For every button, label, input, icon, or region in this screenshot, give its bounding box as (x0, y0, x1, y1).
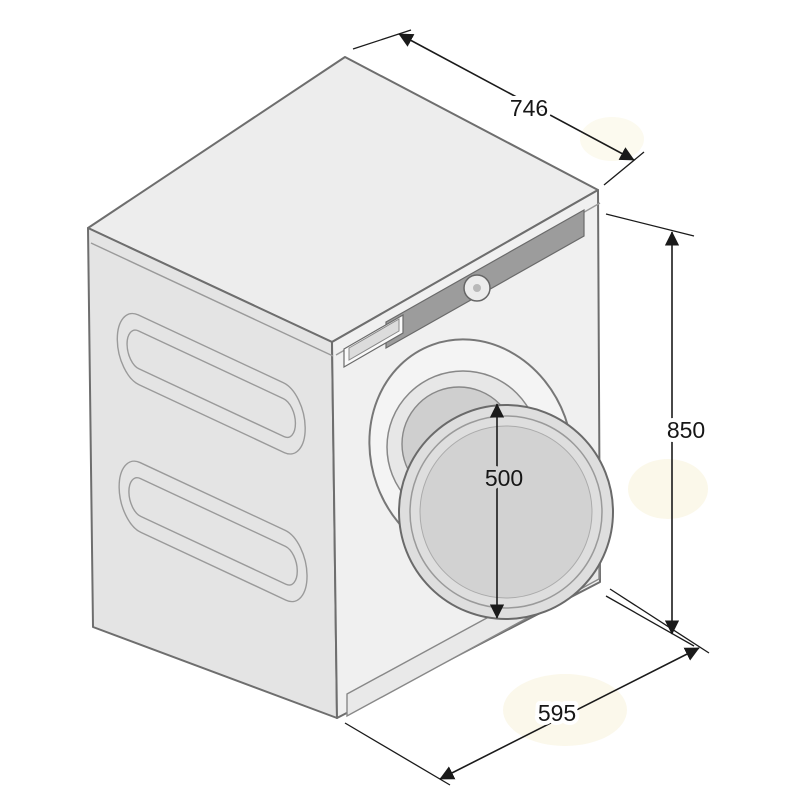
height-ext-line-top (605, 213, 695, 237)
height-dimension: 850 (605, 213, 709, 647)
side-oval-bottom-outer (119, 453, 308, 611)
depth-ext-line-left (352, 29, 412, 50)
door-diameter-label: 500 (485, 465, 523, 491)
depth-ext-line-right (603, 151, 645, 186)
side-oval-bottom-inner (129, 473, 298, 590)
display-window-screen (348, 318, 400, 361)
control-knob-center (473, 284, 481, 292)
door-diameter-dimension: 500 (481, 403, 527, 619)
width-dimension: 595 (344, 588, 710, 786)
control-panel (343, 208, 585, 369)
side-panel-ovals (117, 305, 308, 610)
side-oval-top-inner (127, 325, 296, 442)
height-label: 850 (667, 417, 705, 443)
width-label: 595 (538, 700, 576, 726)
depth-label: 746 (510, 95, 548, 121)
width-ext-line-right (609, 588, 710, 654)
highlight-blob (580, 117, 644, 161)
top-panel-seam-left (90, 242, 334, 357)
open-door-glass (419, 425, 593, 599)
highlight-blob (628, 459, 708, 519)
width-ext-line-left (344, 722, 451, 786)
side-oval-top-outer (117, 305, 306, 463)
open-door-rim (409, 415, 603, 609)
height-ext-line-bottom (605, 595, 695, 647)
width-dim-line (439, 647, 700, 780)
depth-dim-line (398, 33, 635, 161)
depth-dimension: 746 (352, 29, 645, 186)
door-assembly (368, 338, 614, 620)
